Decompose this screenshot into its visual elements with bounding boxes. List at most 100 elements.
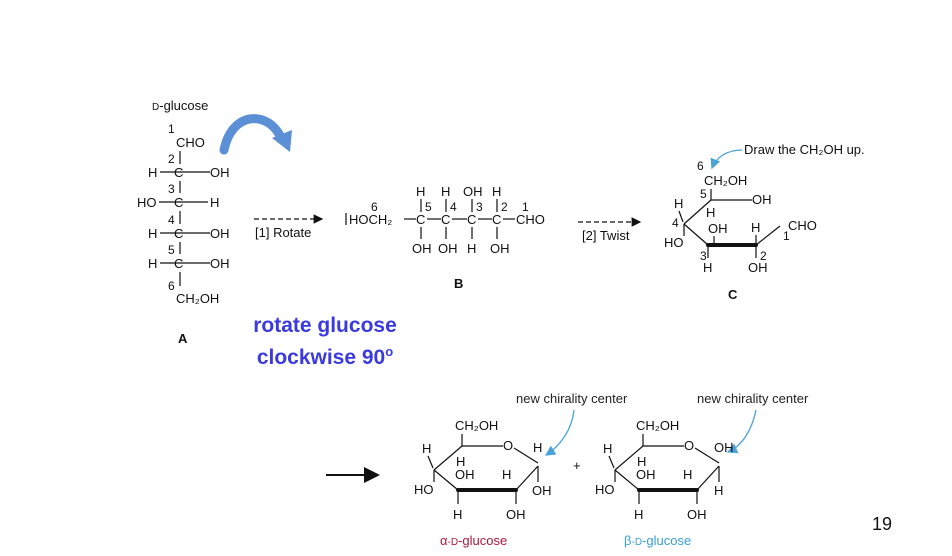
svg-text:OH: OH bbox=[748, 260, 768, 275]
svg-text:OH: OH bbox=[490, 241, 510, 256]
svg-text:CH₂OH: CH₂OH bbox=[704, 173, 747, 188]
svg-text:H: H bbox=[492, 184, 501, 199]
svg-text:HO: HO bbox=[664, 235, 684, 250]
carbon-num-5: 5 bbox=[168, 243, 175, 257]
rotate-note: rotate glucose clockwise 90o bbox=[232, 313, 418, 371]
svg-text:O: O bbox=[503, 438, 513, 453]
svg-text:C: C bbox=[492, 212, 501, 227]
svg-text:OH: OH bbox=[636, 467, 656, 482]
svg-text:CH₂OH: CH₂OH bbox=[636, 418, 679, 433]
svg-text:OH: OH bbox=[506, 507, 526, 522]
label-c: C bbox=[728, 287, 738, 302]
beta-d-glucose: new chirality center CH₂OH O OH H H HO O… bbox=[595, 391, 809, 548]
c4-left: H bbox=[148, 226, 157, 241]
chain-b-right: CHO bbox=[516, 212, 545, 227]
step1-arrow: [1] Rotate bbox=[254, 214, 324, 240]
chain-b: 6 HOCH₂ C C C C CHO H 5 H 4 OH 3 H 2 1 O… bbox=[345, 184, 545, 291]
svg-text:H: H bbox=[674, 196, 683, 211]
svg-text:3: 3 bbox=[476, 200, 483, 214]
carbon-num-4: 4 bbox=[168, 213, 175, 227]
c5-left: H bbox=[148, 256, 157, 271]
structure-c: Draw the CH₂OH up. 6 CH₂OH 5 OH H H 4 CH… bbox=[664, 142, 865, 302]
svg-text:HO: HO bbox=[595, 482, 615, 497]
svg-text:6: 6 bbox=[371, 200, 378, 214]
step2-label: [2] Twist bbox=[582, 228, 630, 243]
svg-text:C: C bbox=[467, 212, 476, 227]
rotate-note-line1: rotate glucose bbox=[253, 314, 397, 337]
label-a: A bbox=[178, 331, 188, 346]
alpha-caption: α-D-glucose bbox=[440, 533, 507, 548]
svg-text:C: C bbox=[174, 256, 183, 271]
beta-caption: β-D-glucose bbox=[624, 533, 691, 548]
glucose-title: D-glucose bbox=[152, 98, 208, 113]
carbon-num-6: 6 bbox=[168, 279, 175, 293]
c5-hydroxyl-red-c: OH bbox=[752, 192, 772, 207]
products: new chirality center CH₂OH O H H H HO OH… bbox=[326, 391, 809, 548]
alpha-anomeric-oh: OH bbox=[532, 483, 552, 498]
svg-text:OH: OH bbox=[708, 221, 728, 236]
carbon-num-1: 1 bbox=[168, 122, 175, 136]
svg-text:H: H bbox=[683, 467, 692, 482]
svg-text:CH₂OH: CH₂OH bbox=[455, 418, 498, 433]
svg-text:H: H bbox=[502, 467, 511, 482]
c3-left: HO bbox=[137, 195, 157, 210]
svg-text:OH: OH bbox=[455, 467, 475, 482]
svg-text:2: 2 bbox=[760, 249, 767, 263]
svg-text:CHO: CHO bbox=[788, 218, 817, 233]
chain-b-left: HOCH₂ bbox=[349, 212, 392, 227]
svg-text:H: H bbox=[422, 441, 431, 456]
annotation-ch2oh-up: Draw the CH₂OH up. bbox=[744, 142, 865, 157]
svg-text:4: 4 bbox=[672, 216, 679, 230]
carbon-num-3: 3 bbox=[168, 182, 175, 196]
aldehyde-c1: CHO bbox=[176, 135, 205, 150]
step1-label: [1] Rotate bbox=[255, 225, 311, 240]
label-b: B bbox=[454, 276, 463, 291]
c5-hydroxyl-red: OH bbox=[210, 256, 230, 271]
svg-text:H: H bbox=[453, 507, 462, 522]
page-number: 19 bbox=[872, 514, 893, 534]
chain-b-c5-hydroxyl-red: OH bbox=[412, 241, 432, 256]
svg-text:C: C bbox=[416, 212, 425, 227]
fischer-projection-a: D-glucose 1 CHO 2 H C OH 3 HO C H 4 H C … bbox=[137, 98, 230, 346]
svg-text:3: 3 bbox=[700, 249, 707, 263]
svg-text:H: H bbox=[456, 454, 465, 469]
svg-text:C: C bbox=[441, 212, 450, 227]
svg-text:H: H bbox=[703, 260, 712, 275]
svg-text:OH: OH bbox=[438, 241, 458, 256]
chirality-label-alpha: new chirality center bbox=[516, 391, 628, 406]
svg-text:6: 6 bbox=[697, 159, 704, 173]
svg-text:1: 1 bbox=[783, 229, 790, 243]
svg-text:HO: HO bbox=[414, 482, 434, 497]
svg-text:H: H bbox=[603, 441, 612, 456]
svg-text:H: H bbox=[441, 184, 450, 199]
svg-text:H: H bbox=[637, 454, 646, 469]
beta-anomeric-oh: OH bbox=[714, 440, 734, 455]
svg-text:5: 5 bbox=[700, 187, 707, 201]
step2-arrow: [2] Twist bbox=[578, 217, 642, 243]
svg-text:H: H bbox=[714, 483, 723, 498]
svg-text:H: H bbox=[634, 507, 643, 522]
c3-right: H bbox=[210, 195, 219, 210]
plus-sign: + bbox=[573, 458, 581, 473]
svg-text:OH: OH bbox=[687, 507, 707, 522]
c2-left: H bbox=[148, 165, 157, 180]
svg-text:OH: OH bbox=[463, 184, 483, 199]
svg-text:H: H bbox=[533, 440, 542, 455]
svg-text:H: H bbox=[706, 205, 715, 220]
svg-text:2: 2 bbox=[501, 200, 508, 214]
c4-right: OH bbox=[210, 226, 230, 241]
alpha-d-glucose: new chirality center CH₂OH O H H H HO OH… bbox=[414, 391, 628, 548]
rotate-note-line2: clockwise 90o bbox=[256, 344, 394, 369]
rotate-arrow-icon bbox=[219, 114, 292, 155]
svg-text:1: 1 bbox=[522, 200, 529, 214]
svg-text:C: C bbox=[174, 195, 183, 210]
svg-text:5: 5 bbox=[425, 200, 432, 214]
c6-ch2oh: CH₂OH bbox=[176, 291, 219, 306]
svg-text:C: C bbox=[174, 165, 183, 180]
svg-text:C: C bbox=[174, 226, 183, 241]
chirality-label-beta: new chirality center bbox=[697, 391, 809, 406]
svg-text:H: H bbox=[467, 241, 476, 256]
svg-text:O: O bbox=[684, 438, 694, 453]
